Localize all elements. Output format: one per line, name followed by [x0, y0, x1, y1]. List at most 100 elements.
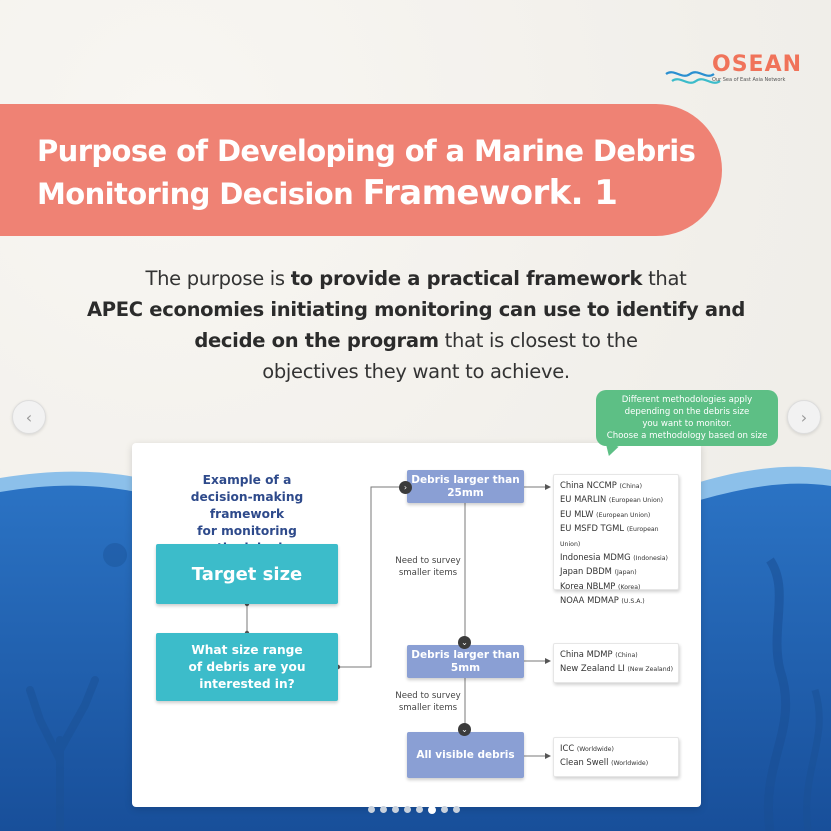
box1-line-1: Debris larger than: [411, 473, 520, 486]
bubble-line-2: depending on the debris size: [624, 407, 750, 417]
question-box: What size range of debris are you intere…: [156, 633, 338, 701]
methodology-name: Clean Swell: [560, 757, 612, 768]
methodology-region: (China): [615, 652, 638, 659]
methodology-item: ICC (Worldwide): [560, 742, 678, 756]
intro-paragraph: The purpose is to provide a practical fr…: [80, 263, 752, 387]
question-line-3: interested in?: [199, 676, 295, 691]
all-visible-debris-box: All visible debris: [407, 732, 524, 778]
methodology-name: China MDMP: [560, 649, 616, 659]
methodology-name: ICC: [560, 743, 577, 753]
title-line-2: Monitoring Decision Framework. 1: [37, 172, 695, 215]
pagination-dot[interactable]: [368, 806, 375, 813]
methodology-item: EU MSFD TGML (European Union): [560, 522, 678, 551]
note2-line-1: Need to survey: [395, 691, 461, 701]
speech-bubble: Different methodologies apply depending …: [596, 390, 778, 446]
title-line-1: Purpose of Developing of a Marine Debris: [37, 134, 696, 168]
box1-line-2: 25mm: [447, 486, 484, 499]
bubble-line-3: you want to monitor.: [642, 419, 732, 429]
pagination-dot[interactable]: [428, 805, 436, 814]
chevron-left-icon: ‹: [25, 407, 33, 427]
methodology-item: Japan DBDM (Japan): [560, 565, 678, 579]
pagination-dots: [368, 805, 460, 814]
box3-label: All visible debris: [416, 748, 515, 761]
survey-note-2: Need to survey smaller items: [392, 690, 464, 714]
survey-note-1: Need to survey smaller items: [392, 555, 464, 579]
methodology-region: (New Zealand): [627, 666, 674, 674]
bubble-line-1: Different methodologies apply: [621, 395, 753, 405]
methodology-name: New Zealand LI: [560, 663, 628, 674]
title-banner: [0, 104, 722, 236]
pagination-dot[interactable]: [392, 806, 399, 813]
prev-slide-button[interactable]: ‹: [12, 400, 46, 434]
methodology-name: EU MSFD TGML: [560, 523, 627, 534]
debris-5mm-box: Debris larger than 5mm: [407, 645, 524, 678]
methodology-region: (Worldwide): [576, 746, 614, 753]
methodology-region: (European Union): [596, 511, 651, 519]
methodology-name: Indonesia MDMG: [560, 552, 634, 563]
intro-text-1: The purpose is: [145, 267, 291, 290]
methodology-name: Korea NBLMP: [560, 580, 619, 591]
target-size-label: Target size: [191, 563, 303, 585]
chevron-down-icon: ⌄: [458, 723, 471, 736]
methodology-item: China MDMP (China): [560, 648, 678, 662]
framework-heading: Example of a decision-making framework f…: [152, 472, 342, 557]
methodology-region: (European Union): [608, 497, 664, 505]
question-line-1: What size range: [191, 642, 303, 657]
methodology-region: (European Union): [560, 526, 659, 548]
methodology-item: Clean Swell (Worldwide): [560, 756, 678, 770]
heading-line-2: decision-making framework: [190, 490, 304, 521]
pagination-dot[interactable]: [441, 806, 448, 813]
methodology-region: (Worldwide): [611, 760, 649, 768]
chevron-down-icon: ⌄: [458, 636, 471, 649]
methodology-item: China NCCMP (China): [560, 479, 678, 493]
target-size-box: Target size: [156, 544, 338, 604]
heading-line-1: Example of a: [202, 473, 292, 487]
methodology-list-5mm: China MDMP (China)New Zealand LI (New Ze…: [553, 643, 679, 683]
debris-25mm-box: Debris larger than 25mm: [407, 470, 524, 503]
methodology-region: (China): [619, 483, 642, 490]
osean-logo-waves: [665, 71, 721, 84]
chevron-right-icon: ›: [800, 407, 808, 427]
box2-line-1: Debris larger than: [411, 648, 520, 661]
methodology-region: (Japan): [614, 569, 637, 577]
pagination-dot[interactable]: [416, 806, 423, 813]
pagination-dot[interactable]: [404, 806, 411, 813]
methodology-name: EU MLW: [560, 508, 597, 519]
next-slide-button[interactable]: ›: [787, 400, 821, 434]
methodology-item: Korea NBLMP (Korea): [560, 580, 678, 594]
intro-text-3c: that is closest to the: [438, 329, 638, 352]
methodology-name: Japan DBDM: [560, 566, 615, 577]
methodology-list-25mm: China NCCMP (China)EU MARLIN (European U…: [553, 474, 679, 605]
logo-subtitle: Our Sea of East Asia Network: [712, 77, 786, 83]
note1-line-1: Need to survey: [395, 556, 461, 566]
title-line-2a: Monitoring Decision: [37, 177, 363, 211]
note2-line-2: smaller items: [398, 703, 458, 713]
question-line-2: of debris are you: [188, 659, 306, 674]
intro-bold-3: decide on the program: [194, 329, 439, 352]
pagination-dot[interactable]: [380, 806, 387, 813]
methodology-name: EU MARLIN: [560, 494, 609, 505]
methodology-region: (U.S.A.): [621, 598, 645, 606]
methodology-item: EU MLW (European Union): [560, 508, 678, 522]
page-title: Purpose of Developing of a Marine Debris…: [37, 130, 696, 215]
intro-text-1c: that: [642, 267, 687, 290]
intro-bold-2: APEC economies initiating monitoring can…: [86, 298, 745, 321]
methodology-item: NOAA MDMAP (U.S.A.): [560, 594, 678, 608]
chevron-right-icon: ›: [399, 481, 412, 494]
methodology-item: New Zealand LI (New Zealand): [560, 662, 678, 676]
methodology-region: (Korea): [618, 583, 641, 591]
logo-wordmark: OSEAN: [712, 52, 803, 77]
note1-line-2: smaller items: [398, 568, 458, 578]
methodology-item: EU MARLIN (European Union): [560, 493, 678, 507]
methodology-item: Indonesia MDMG (Indonesia): [560, 551, 678, 565]
title-line-2b: Framework. 1: [362, 173, 618, 213]
intro-bold-1: to provide a practical framework: [290, 267, 643, 290]
pagination-dot[interactable]: [453, 806, 460, 813]
methodology-name: NOAA MDMAP: [560, 595, 622, 606]
intro-text-4: objectives they want to achieve.: [262, 360, 570, 383]
methodology-region: (Indonesia): [633, 555, 668, 563]
box2-line-2: 5mm: [450, 661, 481, 674]
bubble-line-4: Choose a methodology based on size: [606, 431, 768, 441]
methodology-name: China NCCMP: [560, 480, 620, 490]
methodology-list-visible: ICC (Worldwide)Clean Swell (Worldwide): [553, 737, 679, 777]
